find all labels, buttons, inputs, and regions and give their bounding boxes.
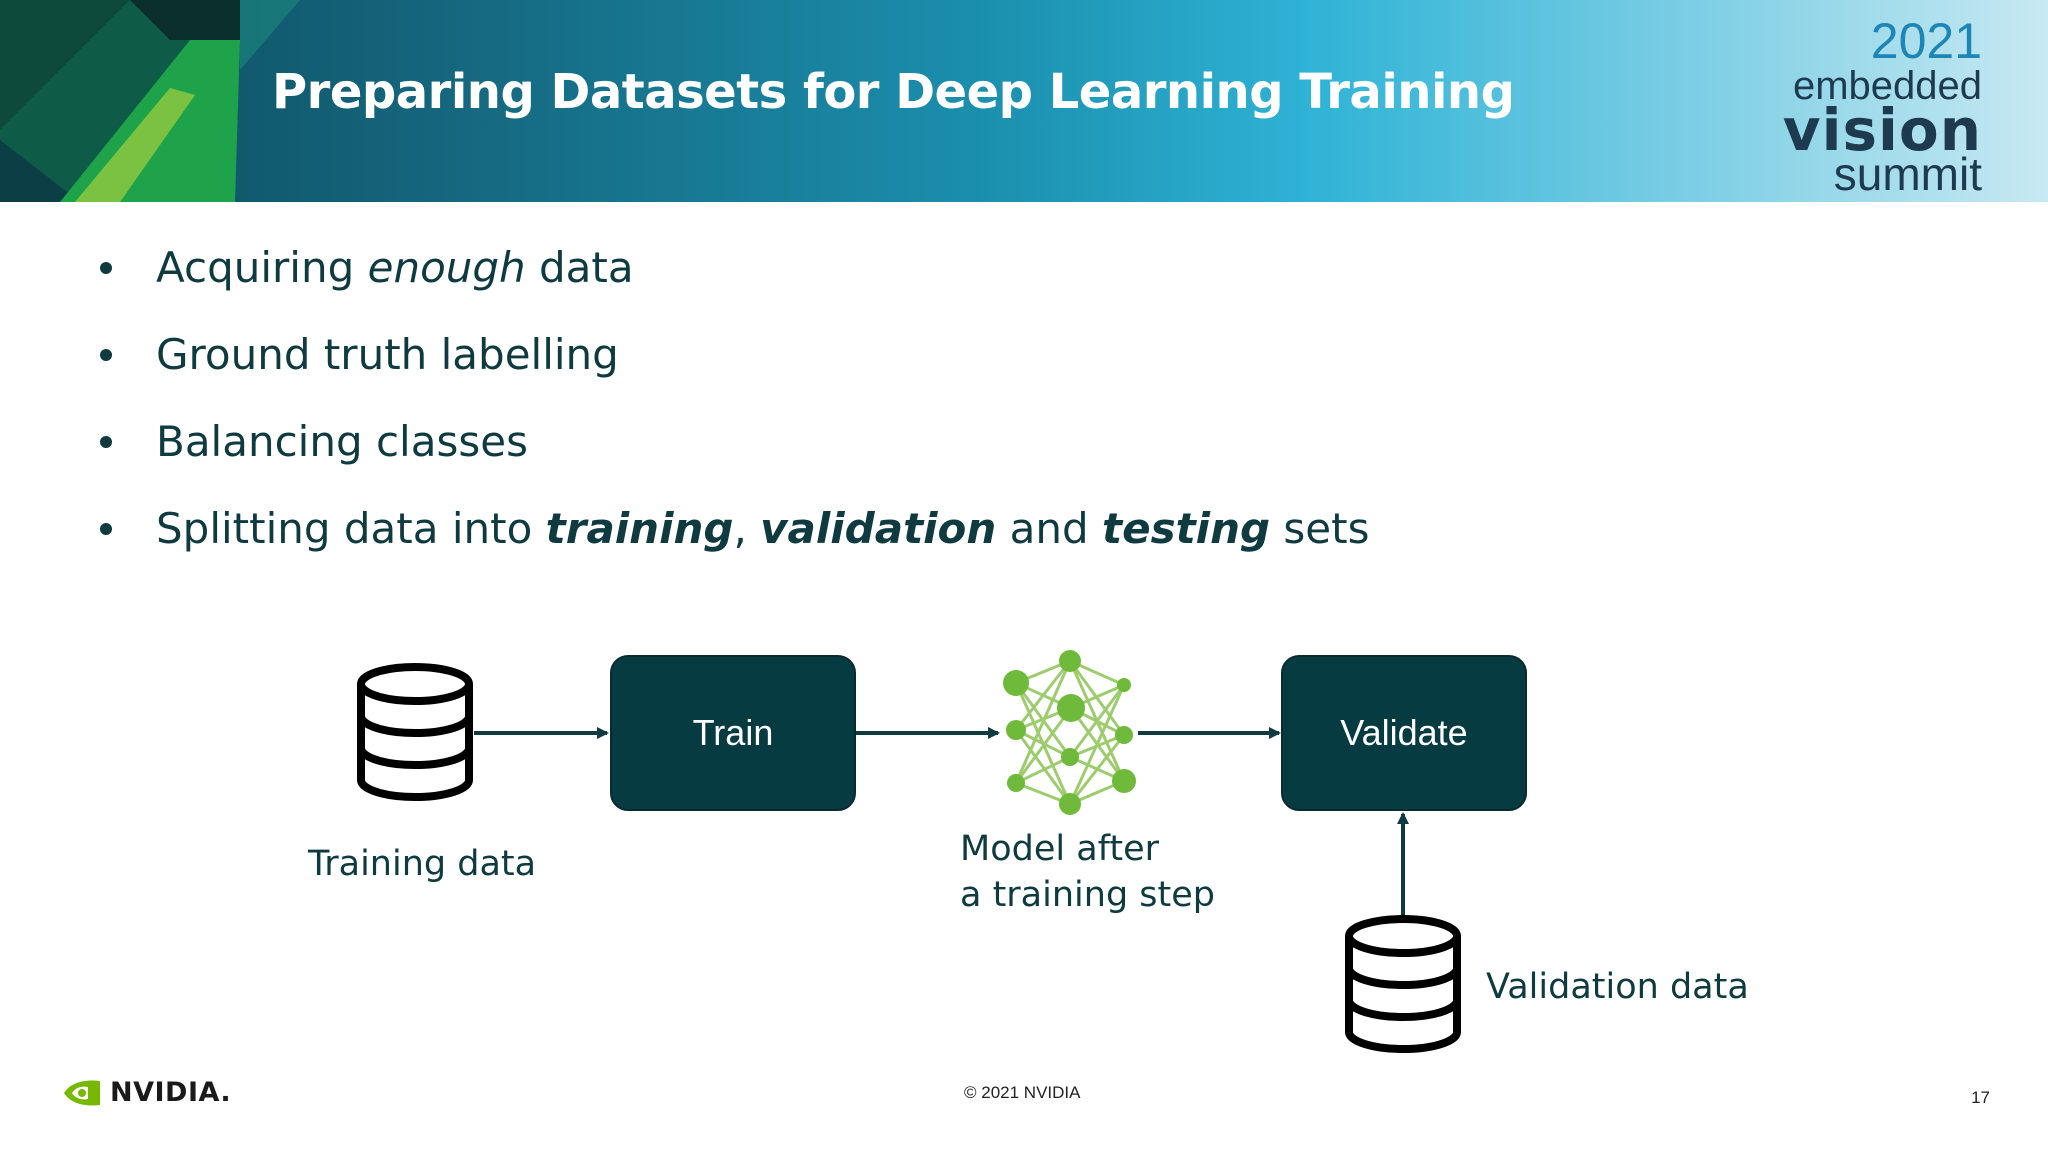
bullet-dot	[100, 262, 112, 274]
model-label-line1: Model after	[960, 829, 1160, 869]
page-number: 17	[1971, 1088, 1990, 1107]
bullet-item: Acquiring enough data	[96, 240, 1369, 327]
training-data-label: Training data	[308, 844, 537, 884]
bullet-item: Balancing classes	[96, 414, 1369, 501]
logo-year: 2021	[1870, 13, 1982, 69]
logo-vision: vision	[1782, 96, 1982, 164]
bullet-item: Splitting data into training, validation…	[96, 501, 1369, 588]
validation-data-label: Validation data	[1486, 967, 1749, 1007]
bullet-dot	[100, 436, 112, 448]
bullet-list: Acquiring enough data Ground truth label…	[96, 240, 1369, 588]
logo-summit: summit	[1833, 148, 1982, 200]
neural-network-icon	[1003, 650, 1136, 815]
validation-database-icon	[1345, 915, 1461, 1053]
bullet-dot	[100, 349, 112, 361]
embedded-vision-summit-logo: 2021 embedded vision summit	[1772, 13, 1982, 197]
bullet-dot	[100, 523, 112, 535]
slide-title: Preparing Datasets for Deep Learning Tra…	[272, 64, 1515, 120]
validate-node: Validate	[1281, 655, 1527, 811]
nvidia-logo: NVIDIA.	[62, 1077, 231, 1108]
nvidia-eye-icon	[64, 1080, 100, 1105]
header-banner: Preparing Datasets for Deep Learning Tra…	[0, 0, 2048, 202]
nvidia-wordmark: NVIDIA.	[110, 1077, 232, 1108]
copyright: © 2021 NVIDIA	[964, 1083, 1081, 1102]
model-label-line2: a training step	[960, 875, 1215, 915]
train-node: Train	[610, 655, 856, 811]
bullet-item: Ground truth labelling	[96, 327, 1369, 414]
logo-embedded: embedded	[1792, 64, 1982, 108]
training-database-icon	[357, 663, 473, 801]
banner-decoration	[0, 0, 300, 202]
